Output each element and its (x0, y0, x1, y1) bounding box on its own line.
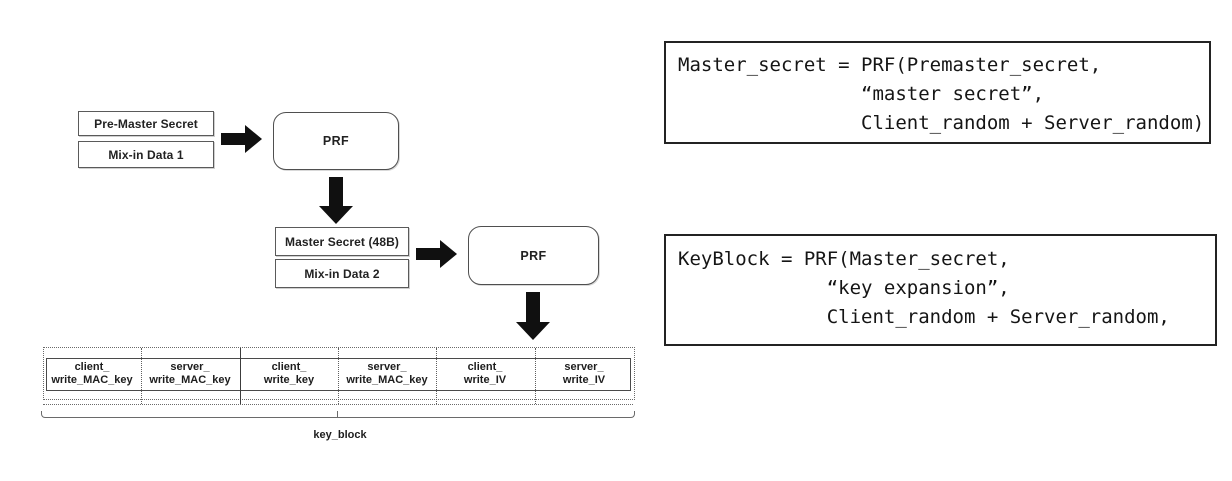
prf-box-1: PRF (273, 112, 399, 170)
arrow-head (319, 206, 353, 224)
key-block-label: key_block (313, 429, 367, 441)
arrow-shaft (416, 248, 440, 260)
key-block-brace-tick (337, 411, 338, 417)
key-block-cell: client_ write_MAC_key (43, 359, 141, 389)
formula-line: Master_secret = PRF(Premaster_secret, (678, 54, 1102, 76)
key-block-dotted-underline (43, 404, 633, 405)
arrow-shaft (221, 133, 245, 145)
formula-line: “key expansion”, (678, 277, 1010, 299)
formula-line: Client_random + Server_random) (678, 112, 1205, 134)
key-block-cell: server_ write_MAC_key (141, 359, 239, 389)
key-block-cell: client_ write_key (240, 359, 338, 389)
mix-in-data-1-label: Mix-in Data 1 (108, 147, 184, 162)
mix-in-data-1-box: Mix-in Data 1 (78, 141, 214, 168)
master-secret-formula-box: Master_secret = PRF(Premaster_secret, “m… (664, 41, 1211, 144)
key-block-cell: server_ write_MAC_key (338, 359, 436, 389)
cell-line: write_key (263, 374, 315, 386)
cell-line: write_MAC_key (346, 374, 428, 386)
key-block-brace (41, 411, 635, 418)
key-block-cell: server_ write_IV (535, 359, 633, 389)
formula-text: KeyBlock = PRF(Master_secret, “key expan… (666, 236, 1215, 332)
cell-line: client_ (467, 361, 503, 373)
arrow-down-icon (319, 177, 353, 224)
formula-line: “master secret”, (678, 83, 1045, 105)
cell-line: write_IV (463, 374, 507, 386)
arrow-right-icon (221, 125, 262, 153)
arrow-head (516, 322, 550, 340)
key-block-formula-box: KeyBlock = PRF(Master_secret, “key expan… (664, 234, 1217, 346)
pre-master-secret-label: Pre-Master Secret (94, 116, 198, 131)
master-secret-box: Master Secret (48B) (275, 227, 409, 256)
cell-divider (141, 348, 142, 404)
prf-1-label: PRF (322, 134, 350, 148)
pre-master-secret-box: Pre-Master Secret (78, 111, 214, 136)
formula-line: KeyBlock = PRF(Master_secret, (678, 248, 1010, 270)
cell-line: write_IV (562, 374, 606, 386)
cell-line: write_MAC_key (51, 374, 133, 386)
prf-box-2: PRF (468, 226, 599, 285)
arrow-head (245, 125, 262, 153)
mix-in-data-2-label: Mix-in Data 2 (304, 266, 380, 281)
formula-line: Client_random + Server_random, (678, 306, 1170, 328)
arrow-shaft (526, 292, 540, 322)
arrow-shaft (329, 177, 343, 206)
cell-divider (338, 348, 339, 404)
cell-divider (240, 348, 241, 404)
mix-in-data-2-box: Mix-in Data 2 (275, 259, 409, 288)
cell-line: server_ (367, 361, 407, 373)
cell-line: write_MAC_key (149, 374, 231, 386)
cell-line: client_ (271, 361, 307, 373)
master-secret-label: Master Secret (48B) (285, 234, 399, 249)
cell-line: client_ (74, 361, 110, 373)
key-block-outer-border (43, 347, 635, 400)
cell-line: server_ (564, 361, 604, 373)
cell-divider (436, 348, 437, 404)
arrow-right-icon (416, 240, 457, 268)
formula-text: Master_secret = PRF(Premaster_secret, “m… (666, 43, 1209, 138)
cell-divider (535, 348, 536, 404)
arrow-down-icon (516, 292, 550, 340)
prf-2-label: PRF (520, 248, 547, 263)
key-block-cell: client_ write_IV (436, 359, 534, 389)
arrow-head (440, 240, 457, 268)
cell-line: server_ (170, 361, 210, 373)
